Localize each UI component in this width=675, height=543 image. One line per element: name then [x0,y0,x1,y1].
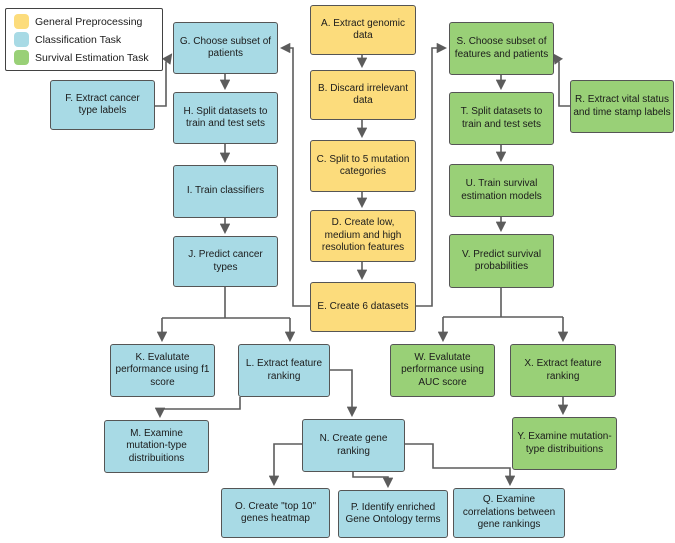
legend-swatch-yellow [14,14,29,29]
node-c-split-mutation-categories: C. Split to 5 mutation categories [310,140,416,192]
node-x-extract-feature-ranking: X. Extract feature ranking [510,344,616,397]
connector-r-s [552,53,570,107]
node-l-extract-feature-ranking: L. Extract feature ranking [238,344,330,397]
node-v-predict-survival-probabilities: V. Predict survival probabilities [449,234,554,288]
node-b-discard-irrelevant-data: B. Discard irrelevant data [310,70,416,120]
node-a-extract-genomic-data: A. Extract genomic data [310,5,416,55]
connector-e-g [279,42,310,307]
node-w-evaluate-auc: W. Evalutate performance using AUC score [390,344,495,397]
node-t-split-datasets: T. Split datasets to train and test sets [449,92,554,145]
connector-n-p [352,472,394,489]
legend-label: General Preprocessing [35,15,143,28]
legend-item-classification-task: Classification Task [14,32,154,47]
node-i-train-classifiers: I. Train classifiers [173,165,278,218]
node-n-create-gene-ranking: N. Create gene ranking [302,419,405,472]
legend-label: Classification Task [35,33,122,46]
connector-e-s [416,42,448,307]
node-u-train-survival-models: U. Train survival estimation models [449,164,554,217]
connector-v-split [443,288,563,318]
connector-n-q [405,443,516,487]
node-p-gene-ontology-terms: P. Identify enriched Gene Ontology terms [338,490,448,538]
legend-label: Survival Estimation Task [35,51,149,64]
node-e-create-6-datasets: E. Create 6 datasets [310,282,416,332]
legend-swatch-green [14,50,29,65]
legend-swatch-blue [14,32,29,47]
legend: General Preprocessing Classification Tas… [5,8,163,71]
node-j-predict-cancer-types: J. Predict cancer types [173,236,278,287]
node-m-examine-mutation-type-distributions: M. Examine mutation-type distribuitions [104,420,209,473]
node-f-extract-cancer-type-labels: F. Extract cancer type labels [50,80,155,130]
node-q-correlations-gene-rankings: Q. Examine correlations between gene ran… [453,488,565,538]
connector-l-n [330,369,358,418]
node-r-extract-vital-status-labels: R. Extract vital status and time stamp l… [570,80,674,133]
node-o-top10-genes-heatmap: O. Create "top 10" genes heatmap [221,488,330,538]
node-k-evaluate-f1: K. Evalutate performance using f1 score [110,344,215,397]
connector-n-o [268,443,302,487]
connector-j-split [162,287,290,319]
node-h-split-datasets: H. Split datasets to train and test sets [173,92,278,144]
node-y-examine-mutation-type-distributions: Y. Examine mutation-type distribuitions [512,417,617,470]
node-g-choose-subset-patients: G. Choose subset of patients [173,22,278,74]
legend-item-general-preprocessing: General Preprocessing [14,14,154,29]
node-s-choose-subset-features-patients: S. Choose subset of features and patient… [449,22,554,75]
legend-item-survival-estimation-task: Survival Estimation Task [14,50,154,65]
node-d-create-resolution-features: D. Create low, medium and high resolutio… [310,210,416,262]
connector-l-m [154,397,241,419]
